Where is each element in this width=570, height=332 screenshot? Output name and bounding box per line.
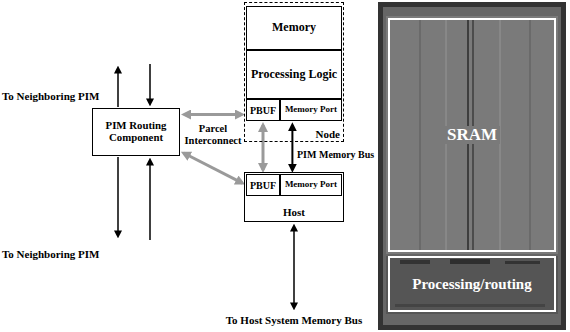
node-text: Node (316, 128, 340, 140)
port-label: To Neighboring PIM (2, 248, 99, 261)
chip-frame (378, 2, 566, 330)
node-text: PIM Routing Component (93, 120, 179, 144)
texture-mark (505, 261, 540, 264)
memory-port-block: Memory Port (280, 99, 342, 121)
node-text: Host (245, 206, 343, 218)
buffer-block: PBUF (246, 174, 280, 196)
interconnect-label: Parcel Interconnect (182, 123, 244, 147)
chip-die (383, 7, 561, 325)
texture-line (530, 18, 531, 252)
logic-block: Processing Logic (246, 50, 342, 99)
texture-line (420, 18, 421, 252)
memory-block: Memory (246, 6, 342, 50)
parcel-link (184, 153, 243, 183)
processing-region: Processing/routing (388, 256, 556, 312)
texture-mark (395, 304, 545, 307)
port-label: To Neighboring PIM (2, 90, 99, 103)
node-text: Memory Port (285, 180, 337, 190)
neighbor-arrow (117, 68, 119, 107)
memory-port-block: Memory Port (280, 174, 342, 196)
texture-mark (450, 259, 490, 264)
bus-label: PIM Memory Bus (297, 149, 374, 161)
neighbor-arrow (149, 160, 151, 240)
node-text: Memory (272, 21, 316, 34)
routing-box: PIM Routing Component (92, 108, 180, 156)
parcel-link (184, 113, 242, 116)
host-box: Host PBUF Memory Port (244, 172, 344, 222)
buffer-block: PBUF (246, 99, 280, 121)
node-text: Processing/routing (409, 276, 534, 293)
node-box: Node MemoryProcessing LogicPBUF Memory Por… (244, 2, 344, 142)
node-text: PBUF (250, 105, 276, 116)
node-text: PBUF (250, 180, 276, 191)
sram-area (386, 16, 558, 254)
neighbor-arrow (117, 157, 119, 236)
host-bus-arrow (293, 226, 295, 308)
sram-region: SRAM (388, 18, 556, 252)
node-text: Memory Port (285, 105, 337, 115)
node-text: Processing Logic (251, 68, 337, 81)
neighbor-arrow (149, 64, 151, 104)
logic-area (386, 256, 558, 314)
memory-bus-link (291, 125, 293, 170)
chip-photo (378, 2, 566, 330)
parcel-link (262, 125, 265, 170)
node-text: SRAM (444, 126, 500, 145)
bus-label: To Host System Memory Bus (226, 314, 362, 327)
texture-mark (400, 260, 430, 264)
